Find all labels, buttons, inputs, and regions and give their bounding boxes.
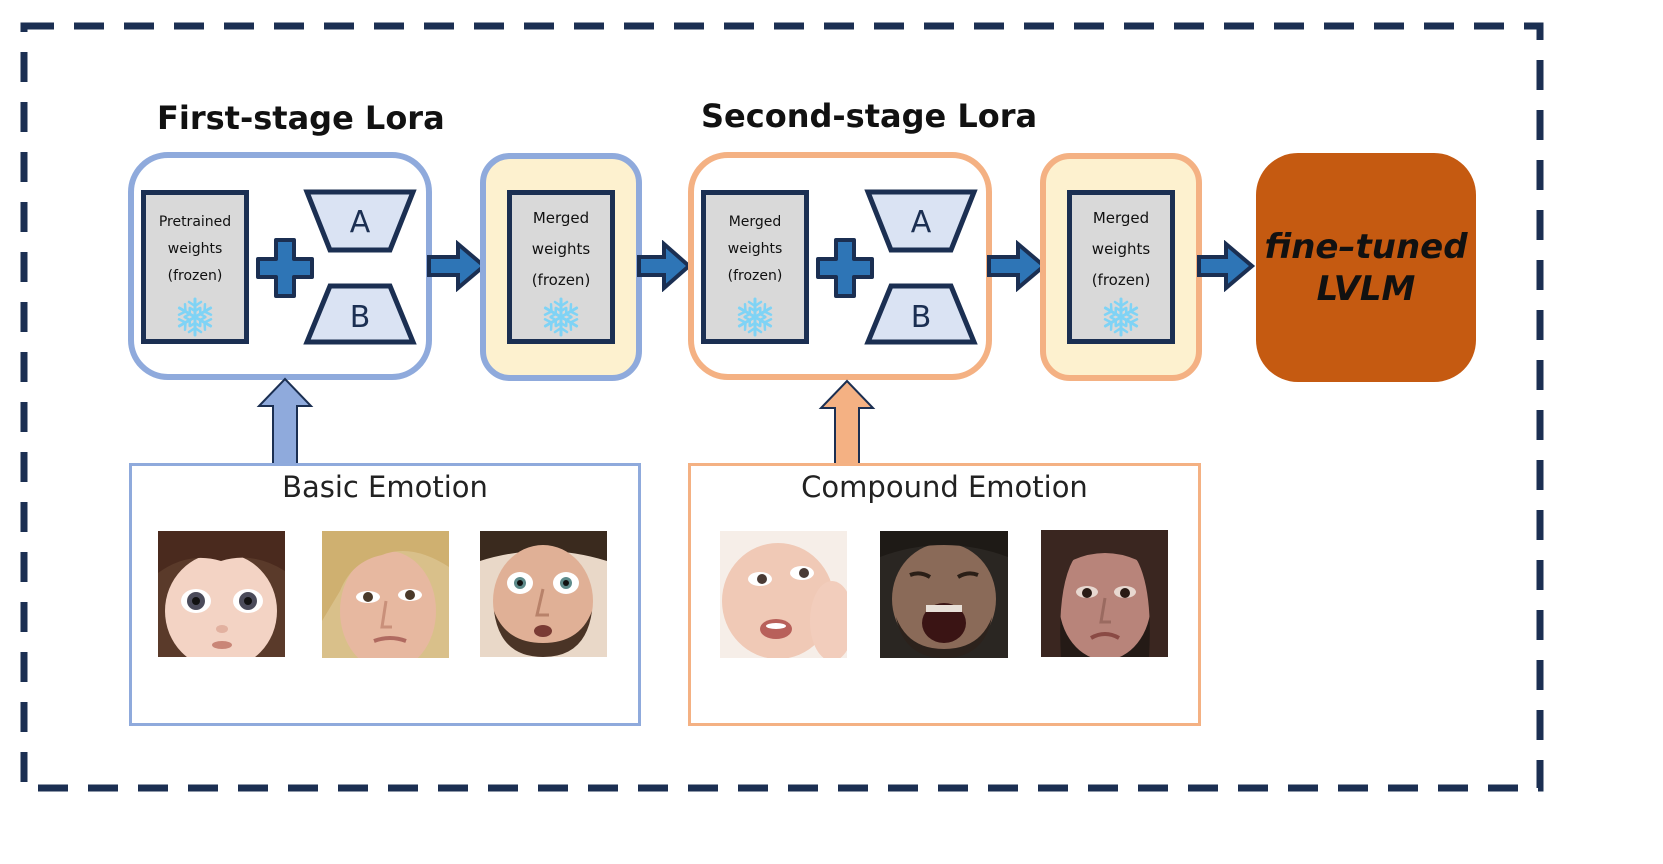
- second-stage-title: Second-stage Lora: [701, 97, 1038, 135]
- face-image-sad-woman: [322, 531, 449, 658]
- merged-weights-card-2: Merged weights (frozen): [1067, 190, 1175, 344]
- snowflake-icon: [177, 297, 213, 337]
- second-stage-input-card: Merged weights (frozen): [701, 190, 809, 344]
- adapter-a-label: A: [911, 205, 932, 240]
- face-image-screaming-man: [880, 531, 1008, 658]
- snowflake-icon: [543, 297, 579, 337]
- face-image-surprised-man: [480, 531, 607, 657]
- plus-icon: [816, 238, 874, 298]
- lora-a-trapezoid: A: [864, 189, 978, 253]
- first-stage-title: First-stage Lora: [157, 99, 445, 137]
- frozen-label: (frozen): [531, 271, 591, 289]
- compound-emotion-title: Compound Emotion: [801, 470, 1088, 504]
- lora-b-trapezoid: B: [864, 283, 978, 345]
- basic-emotion-title: Basic Emotion: [282, 470, 488, 504]
- weights-label: weights: [1091, 240, 1151, 258]
- merged-label: Merged: [532, 209, 590, 227]
- weights-label: weights: [531, 240, 591, 258]
- face-image-surprised-girl: [158, 531, 285, 657]
- merged-weights-card-1: Merged weights (frozen): [507, 190, 615, 344]
- face-image-happy-baby: [720, 531, 847, 658]
- right-arrow-icon: [427, 240, 488, 292]
- snowflake-icon: [1103, 297, 1139, 337]
- face-image-sad-woman-dark: [1041, 530, 1168, 657]
- fine-tuned-lvlm-box: fine–tuned LVLM: [1256, 153, 1476, 382]
- lora-b-trapezoid: B: [303, 283, 417, 345]
- up-arrow-icon: [256, 377, 314, 466]
- right-arrow-icon: [987, 240, 1048, 292]
- merged-label: Merged: [728, 214, 782, 230]
- adapter-a-label: A: [350, 205, 371, 240]
- adapter-b-label: B: [350, 300, 371, 335]
- frozen-label: (frozen): [1091, 271, 1151, 289]
- adapter-b-label: B: [911, 300, 932, 335]
- pretrained-label: Pretrained: [158, 214, 232, 230]
- merged-label: Merged: [1092, 209, 1150, 227]
- lvlm-label-line2: LVLM: [1316, 268, 1416, 309]
- up-arrow-icon: [818, 379, 876, 466]
- frozen-label: (frozen): [727, 268, 783, 284]
- lora-a-trapezoid: A: [303, 189, 417, 253]
- frozen-label: (frozen): [167, 268, 223, 284]
- weights-label: weights: [727, 241, 783, 257]
- right-arrow-icon: [637, 240, 692, 292]
- snowflake-icon: [737, 297, 773, 337]
- plus-icon: [256, 238, 314, 298]
- pretrained-weights-card: Pretrained weights (frozen): [141, 190, 249, 344]
- right-arrow-icon: [1197, 240, 1256, 292]
- weights-label: weights: [167, 241, 223, 257]
- lvlm-label-line1: fine–tuned: [1264, 226, 1468, 267]
